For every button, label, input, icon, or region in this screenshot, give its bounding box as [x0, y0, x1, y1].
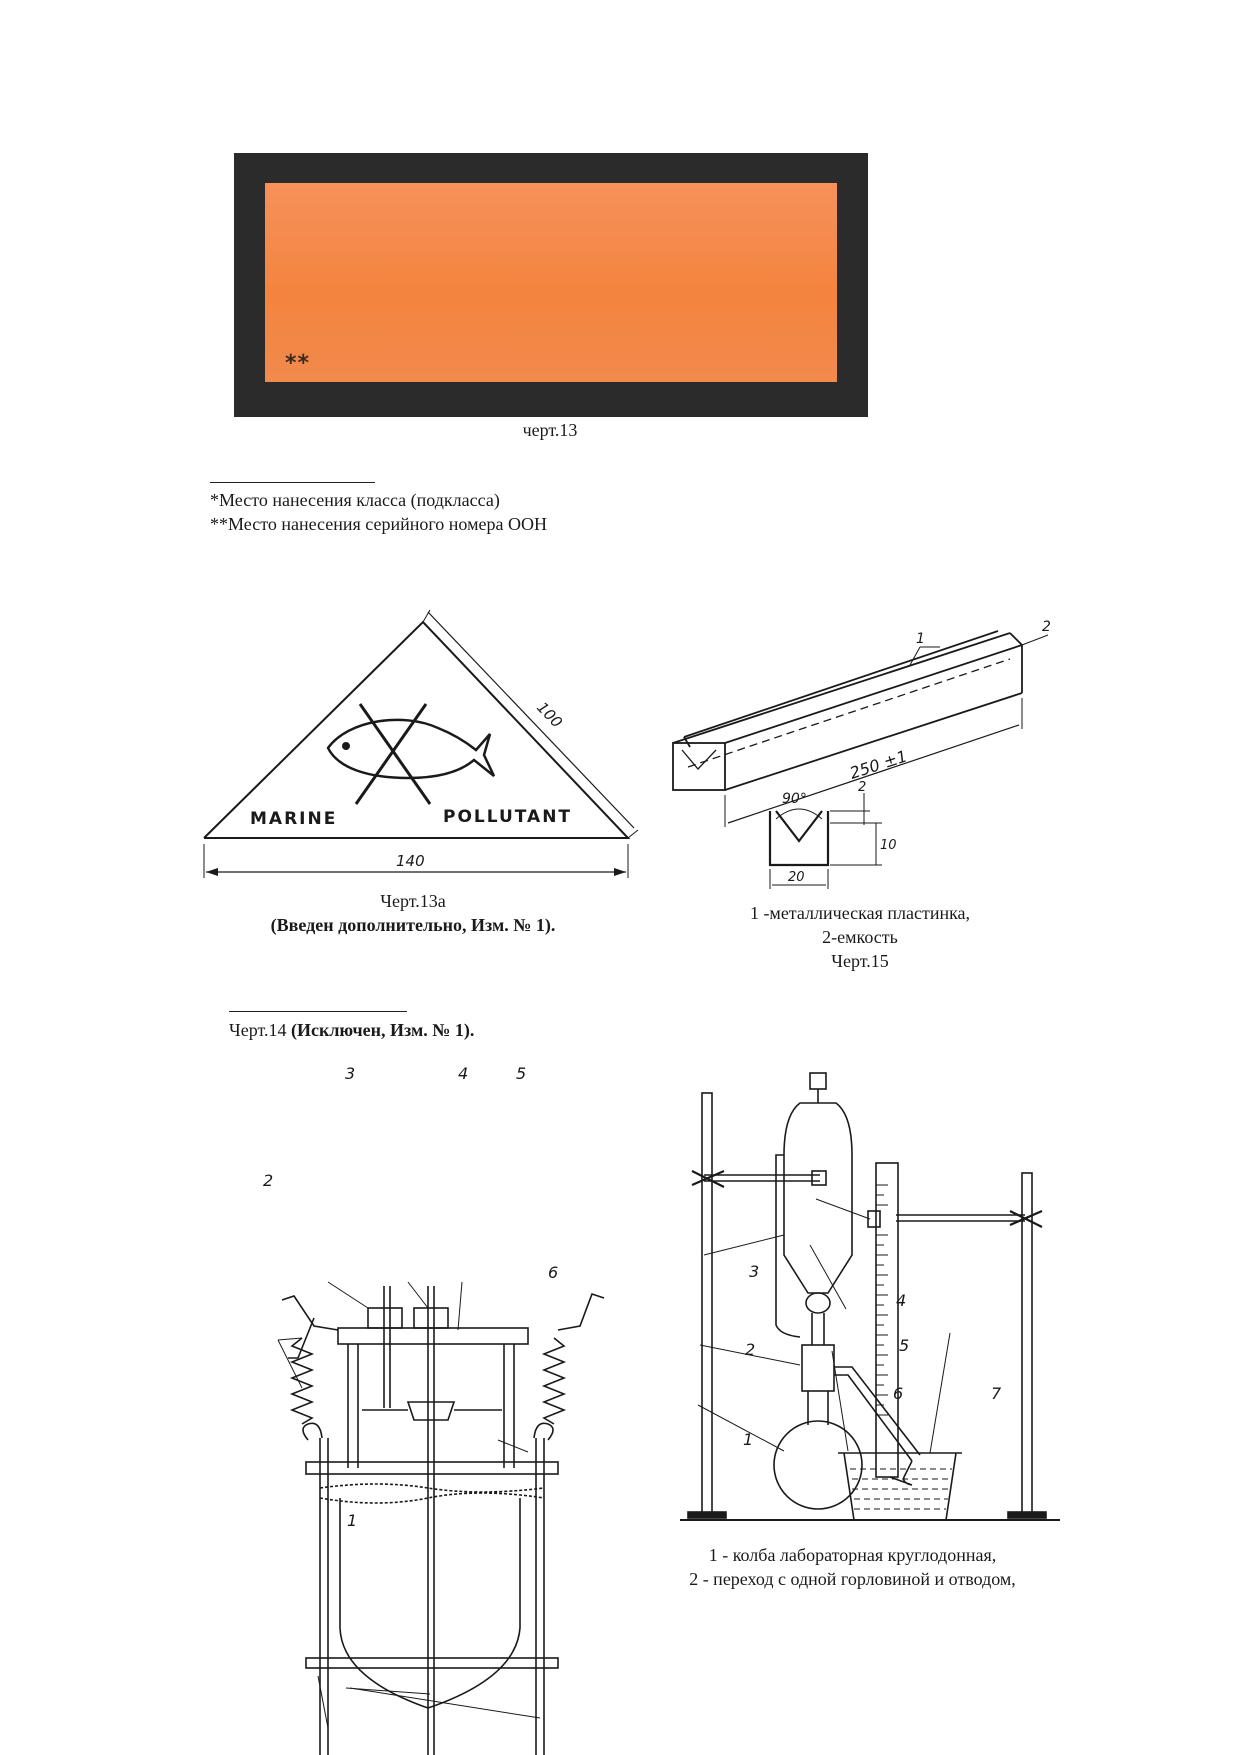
footnote-rule [210, 482, 375, 483]
dim-length: 250 ±1 [847, 746, 909, 782]
plate-orange-field: ** [265, 183, 837, 382]
legend-fig15-line1: 1 -металлическая пластинка, [749, 903, 971, 923]
left-callout-2: 2 [263, 1171, 274, 1190]
right-callout-3: 3 [749, 1262, 760, 1281]
dim-width: 20 [788, 870, 805, 885]
dim-lip: 2 [858, 780, 866, 795]
legend-fig15-line2: 2-емкость [822, 927, 898, 947]
caption-fig15: Черт.15 [831, 951, 889, 971]
cross-line-left [358, 703, 432, 805]
distillation-apparatus-drawing [680, 1072, 1060, 1521]
sampler-apparatus-drawing [277, 1281, 605, 1755]
footnote-class: *Место нанесения класса (подкласса) [210, 490, 500, 510]
right-callout-1: 1 [743, 1430, 754, 1449]
separatory-funnel [783, 1102, 853, 1294]
legend-right-line2: 2 - переход с одной горловиной и отводом… [689, 1569, 1016, 1589]
left-callout-6: 6 [548, 1263, 559, 1282]
callout-1: 1 [916, 631, 925, 647]
dim-side-100: 100 [533, 698, 566, 731]
upper-ring [305, 1461, 559, 1475]
dim-angle: 90° [782, 791, 807, 807]
note-fig13a: (Введен дополнительно, Изм. № 1). [270, 915, 556, 935]
vessel-body [339, 1498, 521, 1709]
footnote-un-number: **Место нанесения серийного номера ООН [210, 514, 547, 534]
dim-depth: 10 [880, 838, 897, 853]
left-callout-3: 3 [345, 1064, 356, 1083]
spring-left [289, 1337, 315, 1425]
round-bottom-flask [773, 1420, 863, 1510]
caption-fig14: Черт.14 (Исключен, Изм. № 1). [229, 1018, 474, 1042]
graduated-receiver [875, 1162, 899, 1478]
stand-left [701, 1092, 713, 1514]
caption-fig13a: Черт.13а [380, 891, 446, 911]
fish-icon [326, 718, 496, 780]
triangle-outline [203, 620, 631, 839]
plate-marks: ** [285, 351, 311, 376]
left-callout-4: 4 [458, 1064, 469, 1083]
left-callout-5: 5 [516, 1064, 527, 1083]
stand-right [1021, 1172, 1033, 1514]
trough-drawing: 1 2 250 ±1 90° 2 10 20 [672, 619, 1051, 889]
adapter-2 [801, 1344, 835, 1392]
legend-right-line1: 1 - колба лабораторная круглодонная, [708, 1545, 997, 1565]
right-callout-5: 5 [899, 1336, 910, 1355]
callout-2: 2 [1042, 619, 1051, 635]
water-bath [843, 1452, 957, 1521]
caption-fig13: черт.13 [522, 420, 578, 440]
spring-right [541, 1337, 567, 1425]
label-pollutant: POLLUTANT [443, 807, 572, 827]
metal-plate [683, 630, 999, 738]
lid [281, 1292, 605, 1331]
right-callout-4: 4 [896, 1291, 907, 1310]
dim-base-140: 140 [396, 852, 425, 870]
right-callout-7: 7 [991, 1384, 1002, 1403]
right-callout-6: 6 [893, 1384, 904, 1403]
marine-pollutant-drawing: MARINE POLLUTANT 100 140 [203, 609, 639, 878]
lower-ring [305, 1657, 559, 1669]
trough-section [768, 811, 830, 867]
trough-front-face [672, 742, 726, 791]
label-marine: MARINE [250, 809, 337, 829]
cross-line-right [354, 703, 428, 805]
fig14-rule [229, 1011, 407, 1012]
left-callout-1: 1 [347, 1511, 358, 1530]
right-callout-2: 2 [745, 1340, 756, 1359]
orange-plate: ** [234, 153, 868, 417]
caption-fig14-plain: Черт.14 [229, 1020, 291, 1040]
caption-fig14-bold: (Исключен, Изм. № 1). [290, 1020, 475, 1040]
